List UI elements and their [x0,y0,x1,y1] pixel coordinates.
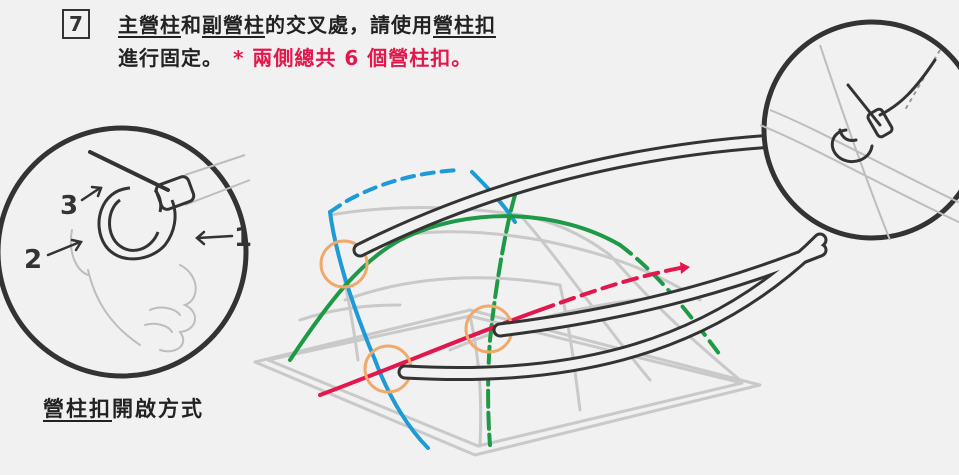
main-pole-term: 主營柱 [118,13,181,37]
caption-clip-term: 營柱扣 [43,397,112,421]
instruction-conj: 和 [181,13,202,37]
clip-circle-1 [319,239,369,289]
instruction-mid: 的交叉處，請使用 [265,13,433,37]
clip-count-note: * 兩側總共 6 個營柱扣。 [233,46,473,70]
step-number: 7 [62,9,90,39]
step-label-2: 2 [24,245,42,275]
pole-clip-term: 營柱扣 [433,13,496,37]
instruction-fix: 進行固定。 [118,46,223,70]
zoom-leaders [352,132,828,382]
instruction-line-1: 主營柱和副營柱的交叉處，請使用營柱扣 [118,9,496,42]
step-label-1: 1 [234,223,252,253]
instruction-text: 主營柱和副營柱的交叉處，請使用營柱扣 進行固定。 * 兩側總共 6 個營柱扣。 [118,9,496,75]
step-label-3: 3 [60,191,78,221]
clip-detail-zoom [759,19,959,241]
clip-open-caption: 營柱扣開啟方式 [43,393,204,423]
caption-rest: 開啟方式 [112,397,204,421]
clip-open-zoom: 1 2 3 [0,125,252,379]
sub-pole-term: 副營柱 [202,13,265,37]
tent-footprint [253,308,762,457]
instruction-line-2: 進行固定。 * 兩側總共 6 個營柱扣。 [118,42,496,75]
cross-pole [318,262,690,397]
